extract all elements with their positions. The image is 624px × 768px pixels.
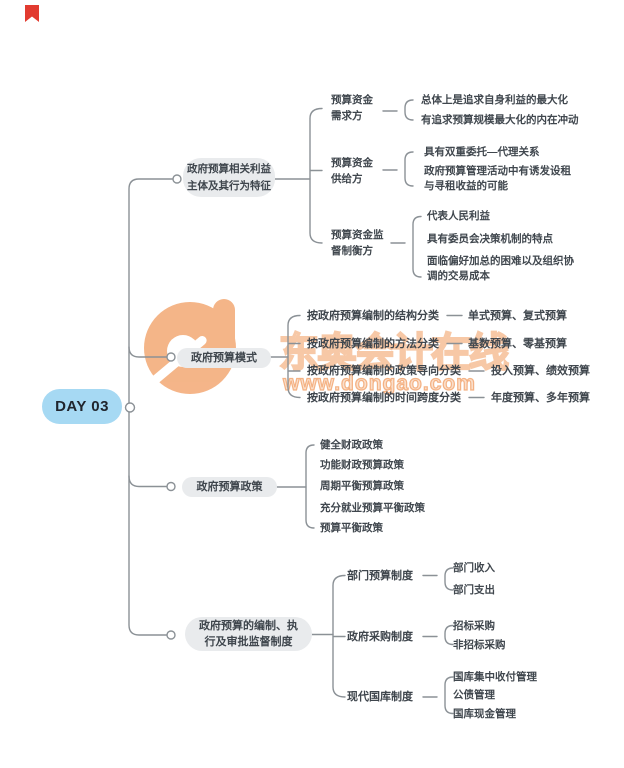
- branch4-node: 政府预算的编制、执 行及审批监督制度: [185, 617, 312, 651]
- leaf-item: 总体上是追求自身利益的最大化: [421, 94, 568, 106]
- root-connector-dot: [124, 402, 136, 413]
- watermark-url: www.dongao.com: [282, 371, 476, 395]
- leaf-item: 具有委员会决策机制的特点: [427, 233, 553, 245]
- branch2-row2-value: 基数预算、零基预算: [468, 337, 567, 350]
- leaf-item: 健全财政政策: [320, 439, 383, 451]
- branch1-connector-dot: [172, 174, 182, 184]
- leaf-item: 部门支出: [453, 584, 495, 596]
- leaf-item: 功能财政预算政策: [320, 459, 404, 471]
- branch1-sub2-label: 预算资金 供给方: [331, 157, 373, 185]
- branch2-node: 政府预算模式: [177, 348, 271, 368]
- branch2-row4-label: 按政府预算编制的时间跨度分类: [307, 391, 461, 404]
- branch2-row1-label: 按政府预算编制的结构分类: [307, 309, 439, 322]
- branch1-sub3-label: 预算资金监 督制衡方: [331, 229, 384, 257]
- leaf-item: 招标采购: [453, 619, 495, 632]
- branch4-bracket: [332, 574, 346, 698]
- branch4-connector-dot: [166, 630, 176, 640]
- leaf-item: 充分就业预算平衡政策: [320, 502, 425, 514]
- branch4-sub2-leafbracket: [444, 624, 454, 646]
- branch4-sub3-label: 现代国库制度: [347, 691, 413, 703]
- branch3-node: 政府预算政策: [182, 477, 277, 497]
- branch3-bracket: [305, 444, 315, 529]
- leaf-item: 面临偏好加总的困难以及组织协 调的交易成本: [427, 255, 574, 282]
- leaf-item: 预算平衡政策: [320, 522, 383, 534]
- branch4-sub3-leafbracket: [444, 676, 454, 715]
- leaf-item: 周期平衡预算政策: [320, 480, 404, 492]
- branch3-connector-dot: [166, 481, 176, 492]
- root-node-day03: DAY 03: [42, 389, 122, 424]
- leaf-item: 国库现金管理: [453, 707, 516, 720]
- branch2-row3-label: 按政府预算编制的政策导向分类: [307, 365, 461, 377]
- branch2-bracket: [287, 314, 301, 399]
- branch3-stub-line: [128, 475, 168, 488]
- leaf-item: 具有双重委托—代理关系: [424, 146, 540, 158]
- leaf-item: 国库集中收付管理: [453, 671, 537, 683]
- branch1-bracket: [309, 107, 323, 244]
- branch1-node: 政府预算相关利益 主体及其行为特征: [183, 158, 275, 197]
- leaf-item: 政府预算管理活动中有诱发设租 与寻租收益的可能: [424, 165, 571, 192]
- branch4-sub1-label: 部门预算制度: [347, 569, 413, 582]
- branch4-sub2-label: 政府采购制度: [347, 630, 413, 643]
- leaf-item: 非招标采购: [453, 638, 506, 651]
- branch1-sub2-leafbracket: [404, 151, 414, 187]
- branch2-row2-label: 按政府预算编制的方法分类: [307, 337, 439, 350]
- branch2-connector-dot: [166, 352, 176, 362]
- branch1-sub3-leafbracket: [412, 215, 422, 278]
- branch2-row4-value: 年度预算、多年预算: [491, 391, 590, 404]
- branch1-sub1-label: 预算资金 需求方: [331, 94, 373, 122]
- watermark-title: 东奥会计在线: [278, 330, 510, 376]
- leaf-item: 部门收入: [453, 562, 495, 574]
- bookmark-icon: [25, 5, 39, 22]
- branch2-stub-line: [128, 346, 168, 358]
- branch2-row1-value: 单式预算、复式预算: [468, 309, 567, 322]
- spine-line: [128, 178, 174, 636]
- branch4-sub1-leafbracket: [444, 567, 454, 591]
- leaf-item: 公债管理: [453, 689, 495, 701]
- branch1-sub1-leafbracket: [404, 99, 414, 121]
- leaf-item: 代表人民利益: [427, 210, 490, 222]
- leaf-item: 有追求预算规模最大化的内在冲动: [421, 114, 579, 126]
- branch2-row3-value: 投入预算、绩效预算: [491, 365, 590, 377]
